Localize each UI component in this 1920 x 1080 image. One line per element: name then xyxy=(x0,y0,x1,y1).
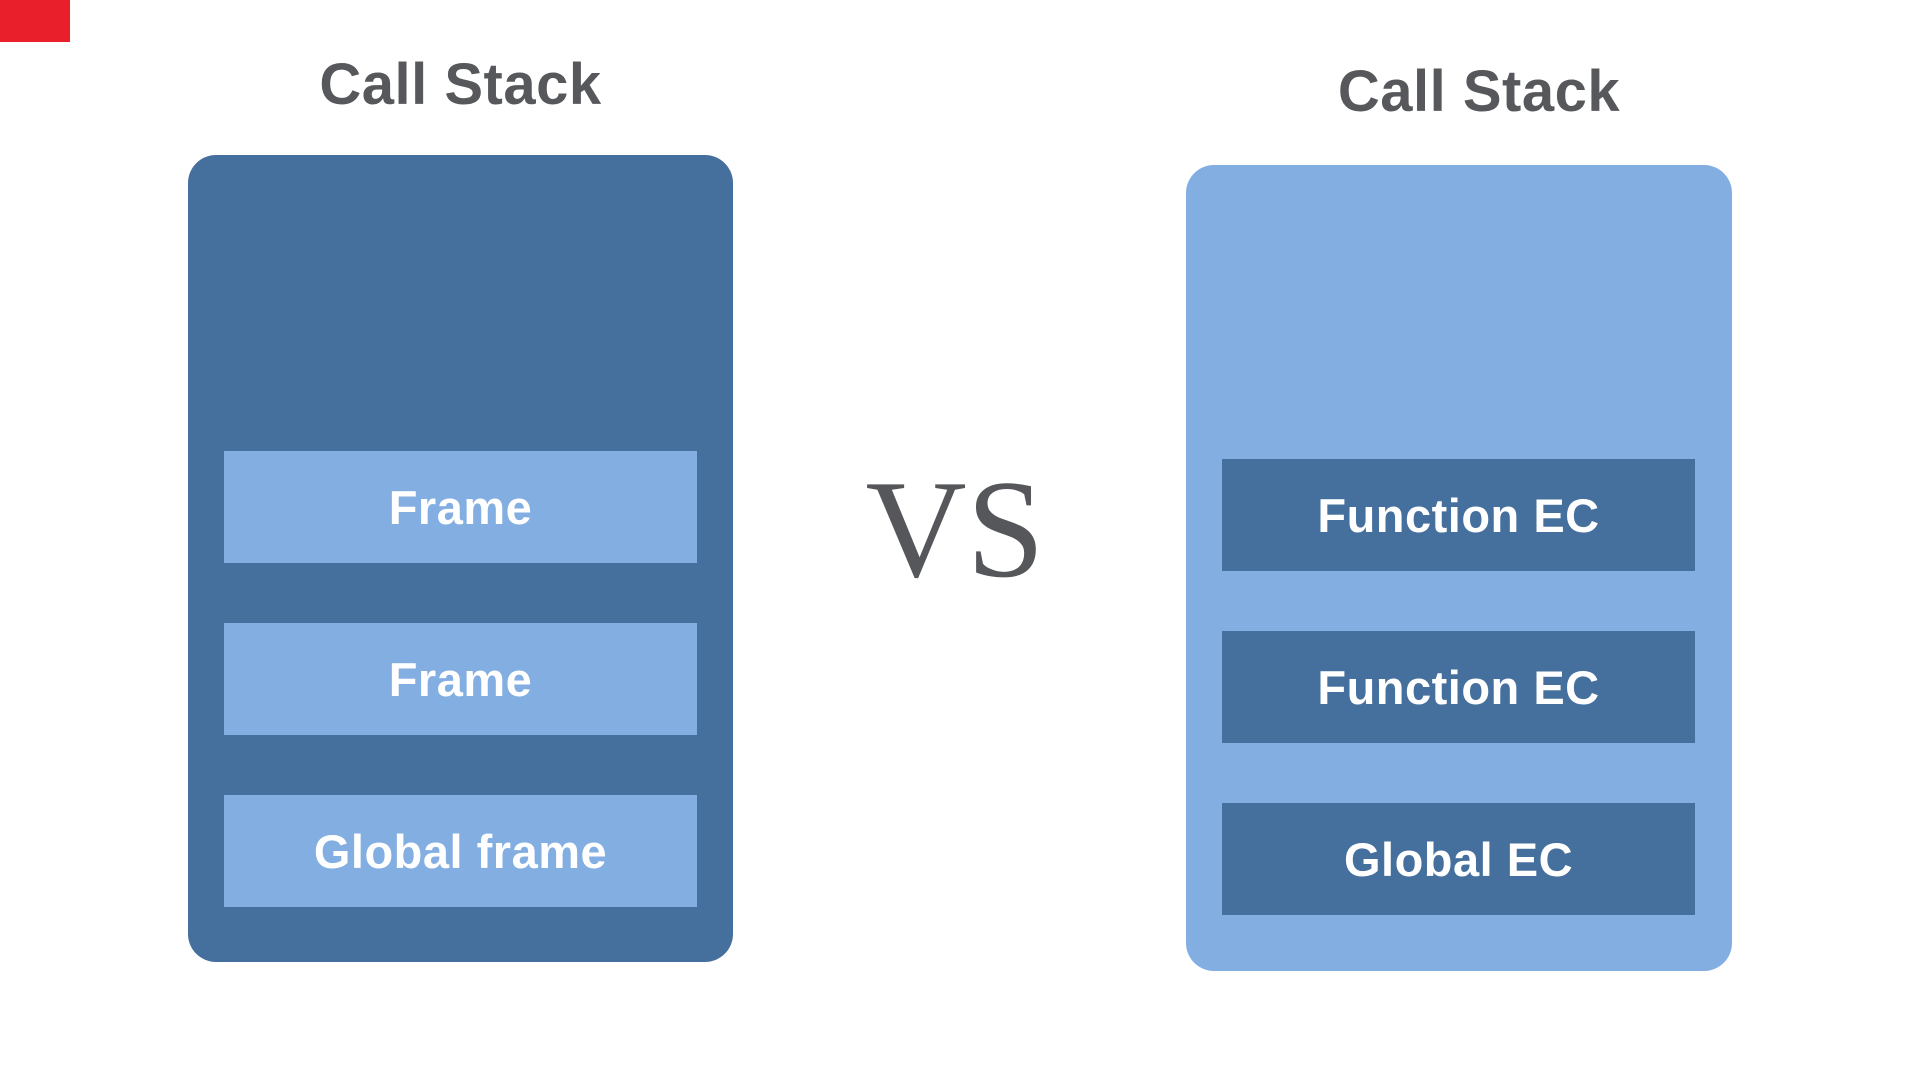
left-call-stack-container: Frame Frame Global frame xyxy=(188,155,733,962)
left-stack-title: Call Stack xyxy=(319,52,602,117)
red-corner-marker xyxy=(0,0,70,42)
right-stack-frame-global: Global EC xyxy=(1222,803,1695,915)
right-stack-frame-top: Function EC xyxy=(1222,459,1695,571)
right-call-stack-container: Function EC Function EC Global EC xyxy=(1186,165,1732,971)
left-stack-frame-global: Global frame xyxy=(224,795,697,907)
right-stack-title: Call Stack xyxy=(1337,59,1621,124)
right-stack-frame-middle: Function EC xyxy=(1222,631,1695,743)
left-stack-frame-middle: Frame xyxy=(224,623,697,735)
vs-divider-text: VS xyxy=(865,452,1045,607)
left-stack-frame-top: Frame xyxy=(224,451,697,563)
